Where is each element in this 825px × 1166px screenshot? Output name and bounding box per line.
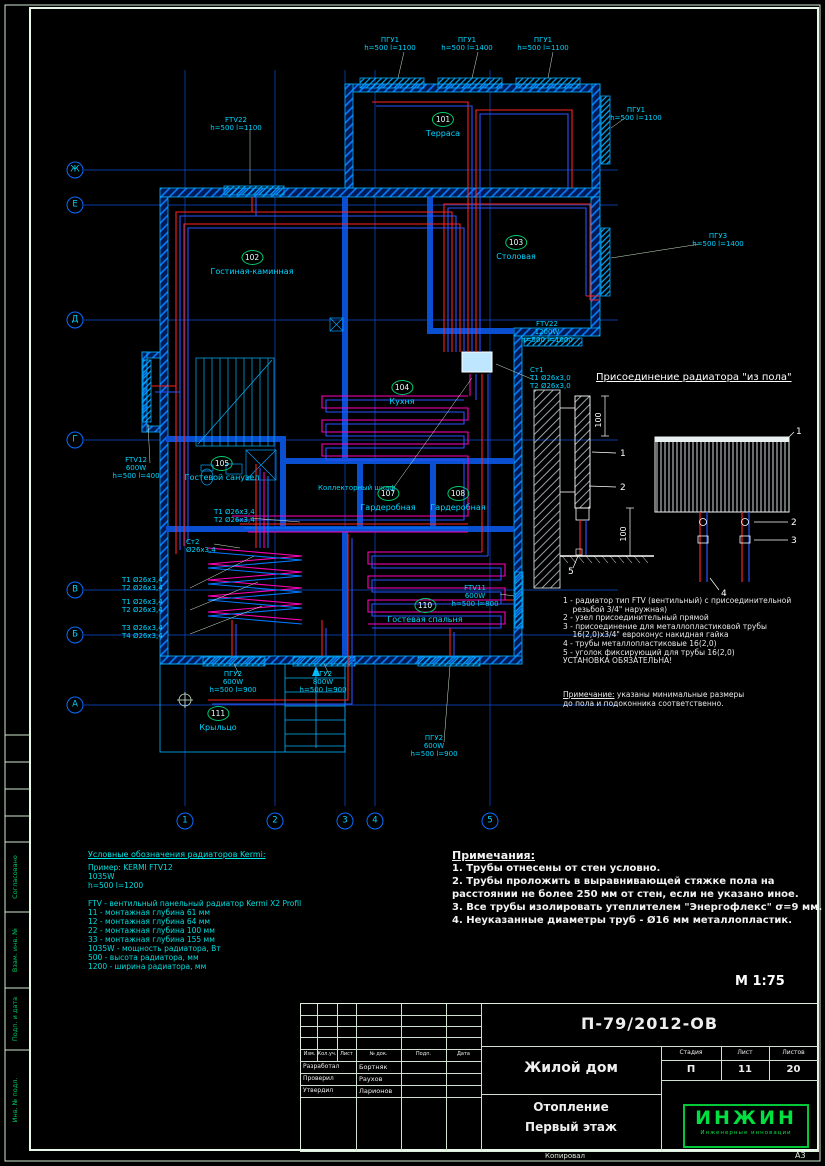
kermi-legend: Условные обозначения радиаторов Kermi: П… [88,850,301,971]
detail-note-line2: до пола и подоконника соответственно. [563,699,724,708]
leader-lines [147,51,701,743]
notes-title: Примечания: [452,849,535,862]
detail-drawing: 100 100 1 2 5 1 2 3 4 [533,389,802,599]
tb-sheets-value: 20 [786,1064,801,1075]
tb-role-1: Проверил [303,1075,334,1082]
tb-stage-value: П [686,1064,696,1075]
company-logo: ИНЖИН Инженерные инновации [683,1104,809,1148]
detail-note-line1: указаны минимальные размеры [614,690,745,699]
stairs [195,357,275,447]
tb-project-name: Жилой дом [524,1060,618,1076]
svg-text:2: 2 [791,518,797,528]
detail-title: Присоединение радиатора "из пола" [596,372,792,383]
radiators [142,77,611,667]
tb-sheet-title-2: Первый этаж [525,1120,617,1134]
copy-label: Копировал [545,1152,585,1160]
tb-sheets-label: Листов [782,1049,805,1056]
kermi-legend-title: Условные обозначения радиаторов Kermi: [88,850,266,859]
stamp-vzam-inv: Взам. инв. № [11,927,19,973]
tb-col-ndok: № док. [369,1051,388,1057]
detail-note: Примечание: указаны минимальные размеры … [563,690,744,708]
stamp-podp-data: Подп. и дата [11,996,19,1042]
tb-col-data: Дата [457,1051,470,1057]
tb-col-koluch: Кол.уч. [317,1051,337,1057]
tb-role-0: Разработал [303,1063,340,1070]
tb-name-2: Ларионов [359,1087,393,1095]
sheet-frame [4,4,821,1162]
section-mark [177,692,193,708]
format-label: А3 [795,1151,806,1160]
svg-text:1: 1 [796,427,802,437]
title-block: Изм. Кол.уч. Лист № док. Подп. Дата Разр… [300,1003,819,1152]
tb-role-2: Утвердил [303,1087,334,1094]
tb-col-izm: Изм. [303,1051,316,1057]
tb-sheet-label: Лист [737,1049,753,1056]
walls [141,83,601,665]
interior-walls [166,197,514,656]
svg-text:3: 3 [791,536,797,546]
tb-col-podp: Подп. [415,1051,432,1057]
tb-stage-label: Стадия [679,1049,703,1056]
tb-sheet-value: 11 [738,1064,752,1075]
svg-text:4: 4 [721,589,727,599]
bathroom-fixtures [200,317,344,486]
pipes [151,101,600,705]
svg-text:100: 100 [619,526,628,541]
stamp-inv-podl: Инв. № подл. [11,1077,19,1123]
tb-col-list: Лист [340,1051,353,1057]
scale-label: М 1:75 [735,974,785,989]
tb-name-0: Бортняк [359,1063,388,1071]
collector-cabinet [461,351,493,373]
svg-text:100: 100 [594,412,603,427]
company-logo-subtitle: Инженерные инновации [700,1130,792,1136]
tb-doc-number: П-79/2012-ОВ [580,1014,719,1033]
notes-lines: 1. Трубы отнесены от стен условно.2. Тру… [452,863,823,926]
svg-text:5: 5 [568,567,574,577]
company-logo-text: ИНЖИН [695,1107,797,1129]
tb-name-1: Раухов [359,1075,383,1083]
svg-text:1: 1 [620,449,626,459]
svg-text:2: 2 [620,483,626,493]
notes: Примечания: 1. Трубы отнесены от стен ус… [452,849,822,927]
detail-legend: 1 - радиатор тип FTV (вентильный) с прис… [563,596,792,666]
stamp-soglasovano: Согласовано [11,855,19,899]
tb-sheet-title-1: Отопление [533,1100,609,1114]
porch [159,663,346,753]
detail-note-title: Примечание: [563,690,615,699]
